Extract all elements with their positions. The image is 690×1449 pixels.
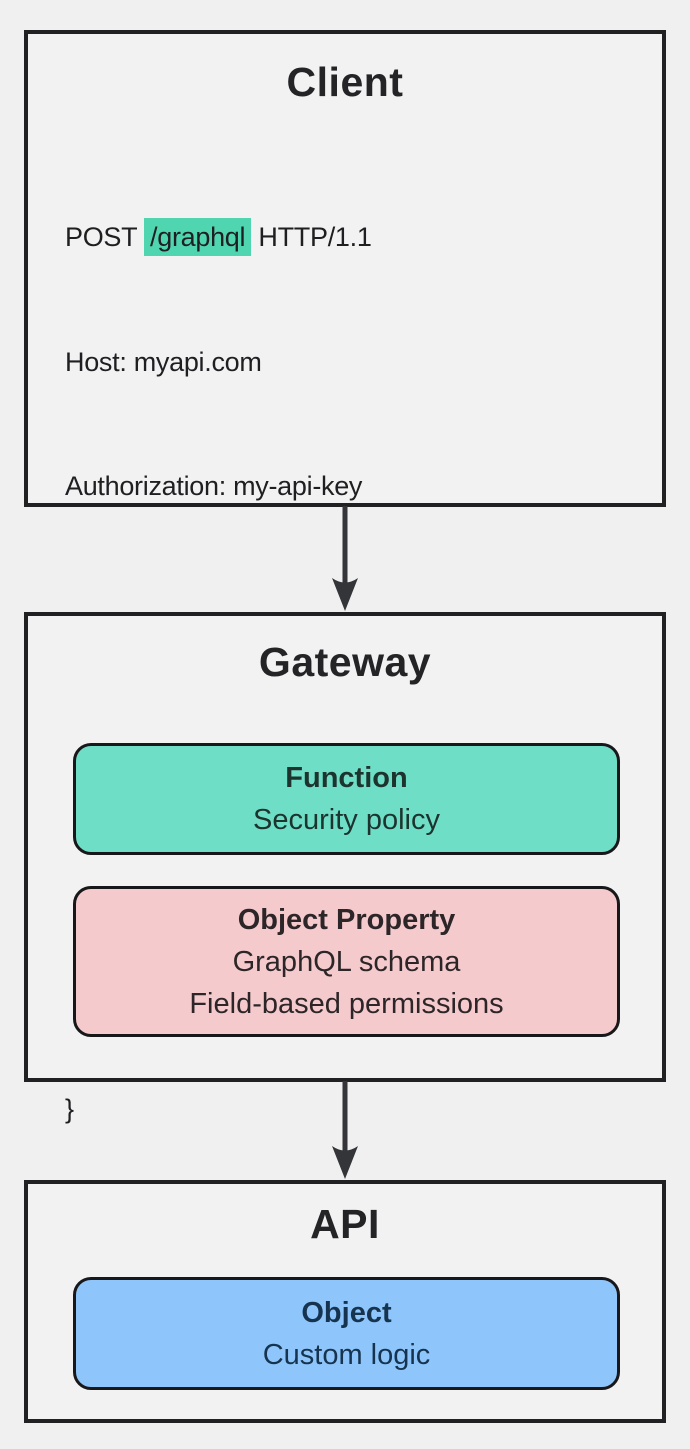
client-section: Client POST /graphql HTTP/1.1 Host: myap… [24,30,666,1124]
gateway-section: Gateway Function Security policy Object … [24,612,666,1082]
graphql-path-highlight: /graphql [144,218,252,256]
client-title: Client [286,59,404,105]
code-text: HTTP/1.1 [251,222,372,252]
object-property-card: Object Property GraphQL schema Field-bas… [73,886,620,1037]
code-line-close-brace: } [65,1093,74,1124]
down-arrow-icon [332,506,358,611]
object-property-card-title: Object Property [237,903,456,936]
object-card-line: Custom logic [262,1338,431,1371]
code-line-host: Host: myapi.com [65,346,262,377]
api-title: API [310,1201,380,1247]
code-line-authorization: Authorization: my-api-key [65,471,363,501]
function-card-line: Security policy [253,804,440,836]
object-property-card-line: Field-based permissions [189,987,504,1020]
down-arrow-icon [332,1081,358,1179]
function-card-title: Function [285,762,408,794]
function-card: Function Security policy [73,743,620,855]
object-card: Object Custom logic [73,1277,620,1390]
object-property-card-line: GraphQL schema [232,945,461,978]
code-text: POST [65,222,145,252]
api-section: API Object Custom logic [24,1180,666,1423]
gateway-title: Gateway [258,639,432,685]
arrow-gateway-to-api [325,1081,365,1180]
code-line-request: POST /graphql HTTP/1.1 [65,217,662,259]
object-card-title: Object [301,1296,392,1329]
arrow-client-to-gateway [325,506,365,612]
